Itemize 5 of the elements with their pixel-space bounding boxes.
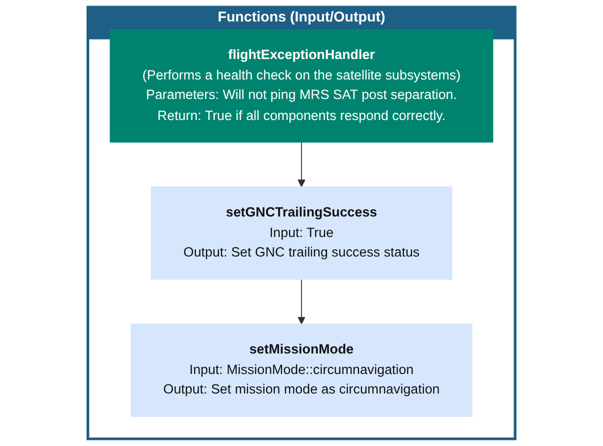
node-box: flightExceptionHandler (Performs a health check on the satellite subsystems) Parameters: Will not ping MRS SAT post separation. Return: True if all components respond correctly. (110, 29, 494, 143)
arrow (298, 142, 306, 188)
node-box: setGNCTrailingSuccess Input: True Output: Set GNC trailing success status (150, 186, 452, 280)
arrow (298, 278, 306, 324)
node-box: setMissionMode Input: MissionMode::circumnavigation Output: Set mission mode as circumnavigation (130, 324, 472, 417)
